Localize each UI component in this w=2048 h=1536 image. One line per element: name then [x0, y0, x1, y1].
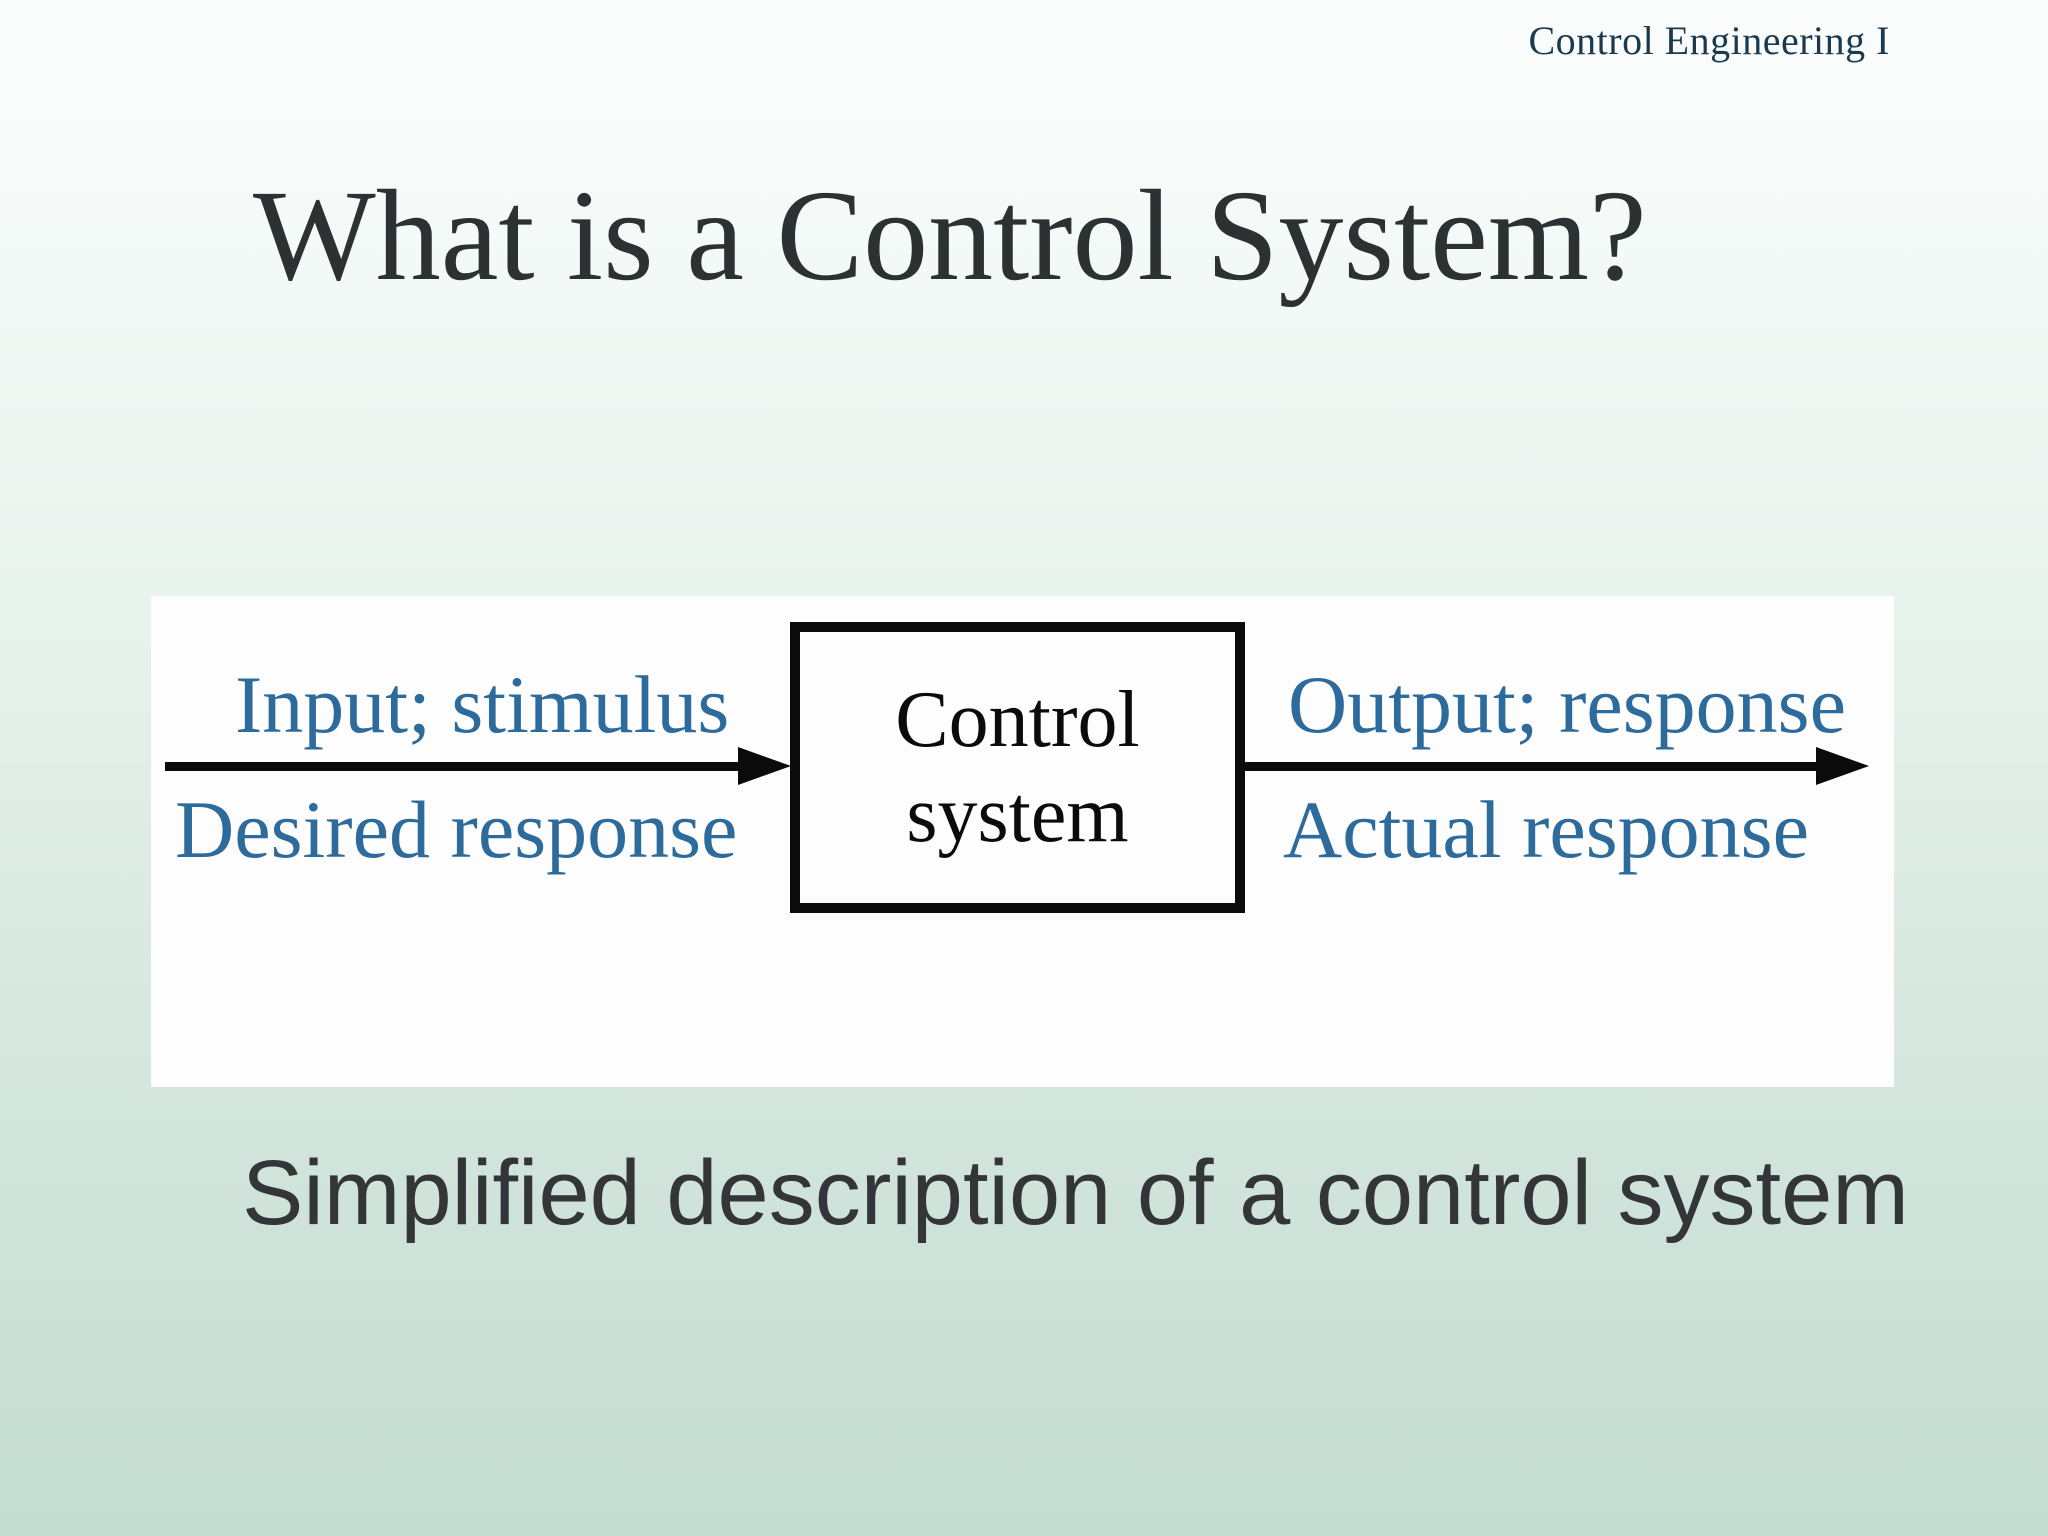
output-response-label: Output; response	[1288, 659, 1846, 750]
control-system-box: Control system	[790, 622, 1245, 913]
course-label: Control Engineering I	[1528, 18, 1890, 63]
control-system-box-line2: system	[906, 770, 1129, 859]
input-stimulus-label: Input; stimulus	[235, 659, 730, 750]
page-title: What is a Control System?	[253, 164, 1647, 308]
output-arrowhead-icon	[1816, 747, 1869, 785]
output-arrow-line	[1245, 762, 1818, 771]
caption: Simplified description of a control syst…	[242, 1142, 1909, 1244]
actual-response-label: Actual response	[1283, 784, 1809, 875]
diagram-panel: Input; stimulus Desired response Control…	[151, 596, 1894, 1087]
input-arrow-line	[165, 762, 742, 771]
input-arrowhead-icon	[738, 747, 791, 785]
desired-response-label: Desired response	[175, 784, 738, 875]
control-system-box-line1: Control	[895, 676, 1140, 765]
